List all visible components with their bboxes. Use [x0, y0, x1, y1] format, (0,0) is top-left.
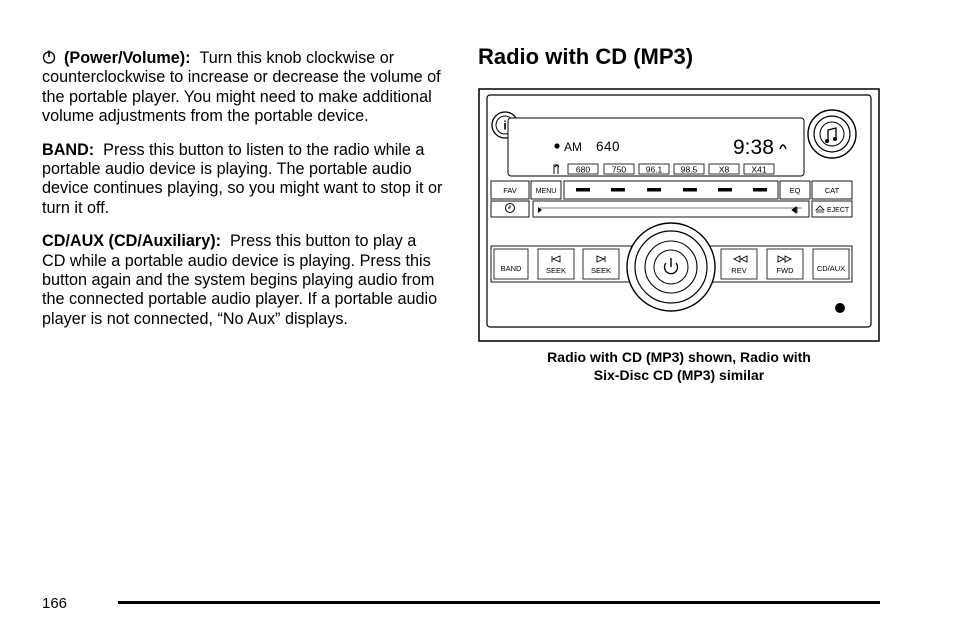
preset-6: X41: [743, 163, 775, 175]
power-volume-text: Turn this knob clockwise or counterclock…: [42, 49, 441, 126]
svg-text:FAV: FAV: [503, 186, 517, 195]
svg-text:X41: X41: [751, 165, 766, 175]
knob-power-icon: [663, 258, 679, 275]
display-frequency: 640: [596, 139, 620, 154]
preset-2: 750: [603, 163, 635, 175]
svg-text:96.1: 96.1: [646, 165, 663, 175]
clock-icon: [505, 203, 515, 213]
display-time: 9:38: [733, 136, 774, 159]
fav-button[interactable]: FAV: [490, 180, 530, 200]
fwd-icon: [777, 255, 793, 263]
power-volume-knob[interactable]: [626, 222, 716, 312]
rev-icon: [732, 255, 748, 263]
svg-text:EQ: EQ: [790, 186, 801, 195]
cat-button[interactable]: CAT: [811, 180, 853, 200]
clock-button[interactable]: [490, 200, 530, 218]
radio-illustration: i AM 640 9:38 680 750 96.1 98.5 X8 X41: [478, 88, 880, 342]
shuffle-icon: [779, 144, 787, 150]
section-heading: Radio with CD (MP3): [478, 44, 694, 69]
cdaux-button[interactable]: CD/AUX: [812, 248, 850, 280]
cdaux-text: Press this button to play a CD while a p…: [42, 232, 438, 328]
svg-text:REV: REV: [731, 266, 746, 275]
display-band: AM: [564, 140, 582, 154]
info-icon: i: [503, 119, 506, 133]
svg-text:X8: X8: [719, 165, 730, 175]
footer-rule: [118, 601, 880, 604]
caption-line-1: Radio with CD (MP3) shown, Radio with: [547, 349, 811, 365]
svg-text:CAT: CAT: [825, 186, 840, 195]
cd-slot: [532, 200, 810, 218]
preset-page-icon: [553, 164, 560, 174]
svg-text:FWD: FWD: [776, 266, 794, 275]
svg-text:98.5: 98.5: [681, 165, 698, 175]
eq-button[interactable]: EQ: [779, 180, 811, 200]
signal-icon: [554, 143, 560, 149]
power-volume-paragraph: (Power/Volume): Turn this knob clockwise…: [42, 49, 444, 127]
band-paragraph: BAND: Press this button to listen to the…: [42, 141, 444, 219]
eject-button[interactable]: EJECT: [811, 200, 853, 218]
band-button[interactable]: BAND: [493, 248, 529, 280]
preset-1: 680: [567, 163, 599, 175]
preset-4: 98.5: [673, 163, 705, 175]
seek-fwd-icon: [596, 255, 606, 263]
eject-icon: [815, 205, 825, 213]
preset-5: X8: [708, 163, 740, 175]
tune-knob[interactable]: [807, 109, 857, 159]
svg-text:MENU: MENU: [536, 188, 557, 195]
music-note-icon: [825, 127, 837, 143]
band-text: Press this button to listen to the radio…: [42, 140, 443, 217]
cdaux-term: CD/AUX (CD/Auxiliary):: [42, 232, 221, 251]
seek-back-button[interactable]: SEEK: [537, 248, 575, 280]
figure-caption: Radio with CD (MP3) shown, Radio with Si…: [478, 348, 880, 384]
svg-text:CD/AUX: CD/AUX: [817, 264, 845, 273]
svg-text:BAND: BAND: [501, 264, 522, 273]
band-term: BAND:: [42, 140, 95, 159]
power-volume-term: (Power/Volume):: [64, 49, 191, 67]
left-column: (Power/Volume): Turn this knob clockwise…: [42, 49, 444, 343]
seek-fwd-button[interactable]: SEEK: [582, 248, 620, 280]
caption-line-2: Six-Disc CD (MP3) similar: [593, 367, 765, 383]
power-icon: [42, 50, 56, 64]
preset-3: 96.1: [638, 163, 670, 175]
svg-text:680: 680: [576, 165, 590, 175]
rev-button[interactable]: REV: [720, 248, 758, 280]
cdaux-paragraph: CD/AUX (CD/Auxiliary): Press this button…: [42, 232, 444, 329]
svg-text:SEEK: SEEK: [546, 266, 566, 275]
softkey-buttons[interactable]: [563, 180, 779, 200]
svg-text:750: 750: [612, 165, 626, 175]
svg-text:SEEK: SEEK: [591, 266, 611, 275]
page-number: 166: [42, 595, 68, 612]
menu-button[interactable]: MENU: [530, 180, 562, 200]
seek-back-icon: [551, 255, 561, 263]
svg-text:EJECT: EJECT: [827, 207, 850, 214]
end-indicator-icon: [791, 206, 798, 214]
load-indicator-icon: [538, 207, 542, 213]
display-panel: [507, 117, 805, 177]
aux-jack[interactable]: [835, 303, 845, 313]
fwd-button[interactable]: FWD: [766, 248, 804, 280]
